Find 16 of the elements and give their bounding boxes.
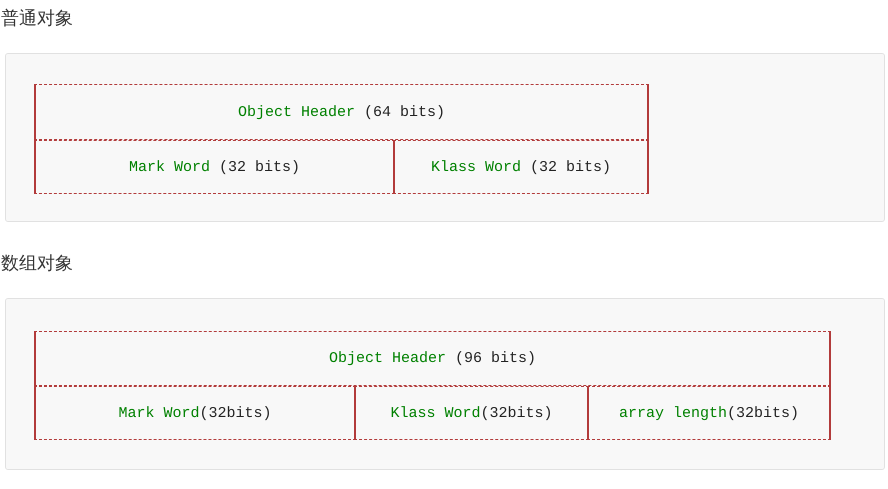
section-heading: 普通对象 [1, 7, 73, 30]
field-cell [393, 140, 649, 194]
field-label: Klass Word(32bits) [390, 404, 553, 422]
field-label: Object Header (64 bits) [238, 104, 446, 120]
field-label: array length(32bits) [618, 404, 800, 422]
section-heading: 数组对象 [1, 252, 73, 275]
field-label: Mark Word(32bits) [118, 404, 272, 422]
field-cell [34, 84, 649, 140]
field-label: Object Header (96 bits) [328, 350, 536, 367]
field-cell [34, 386, 356, 440]
field-label: Klass Word (32 bits) [430, 158, 612, 176]
field-cell [34, 140, 395, 194]
field-cell [587, 386, 831, 440]
field-cell [34, 331, 831, 386]
field-label: Mark Word (32 bits) [128, 158, 300, 176]
field-cell [354, 386, 589, 440]
